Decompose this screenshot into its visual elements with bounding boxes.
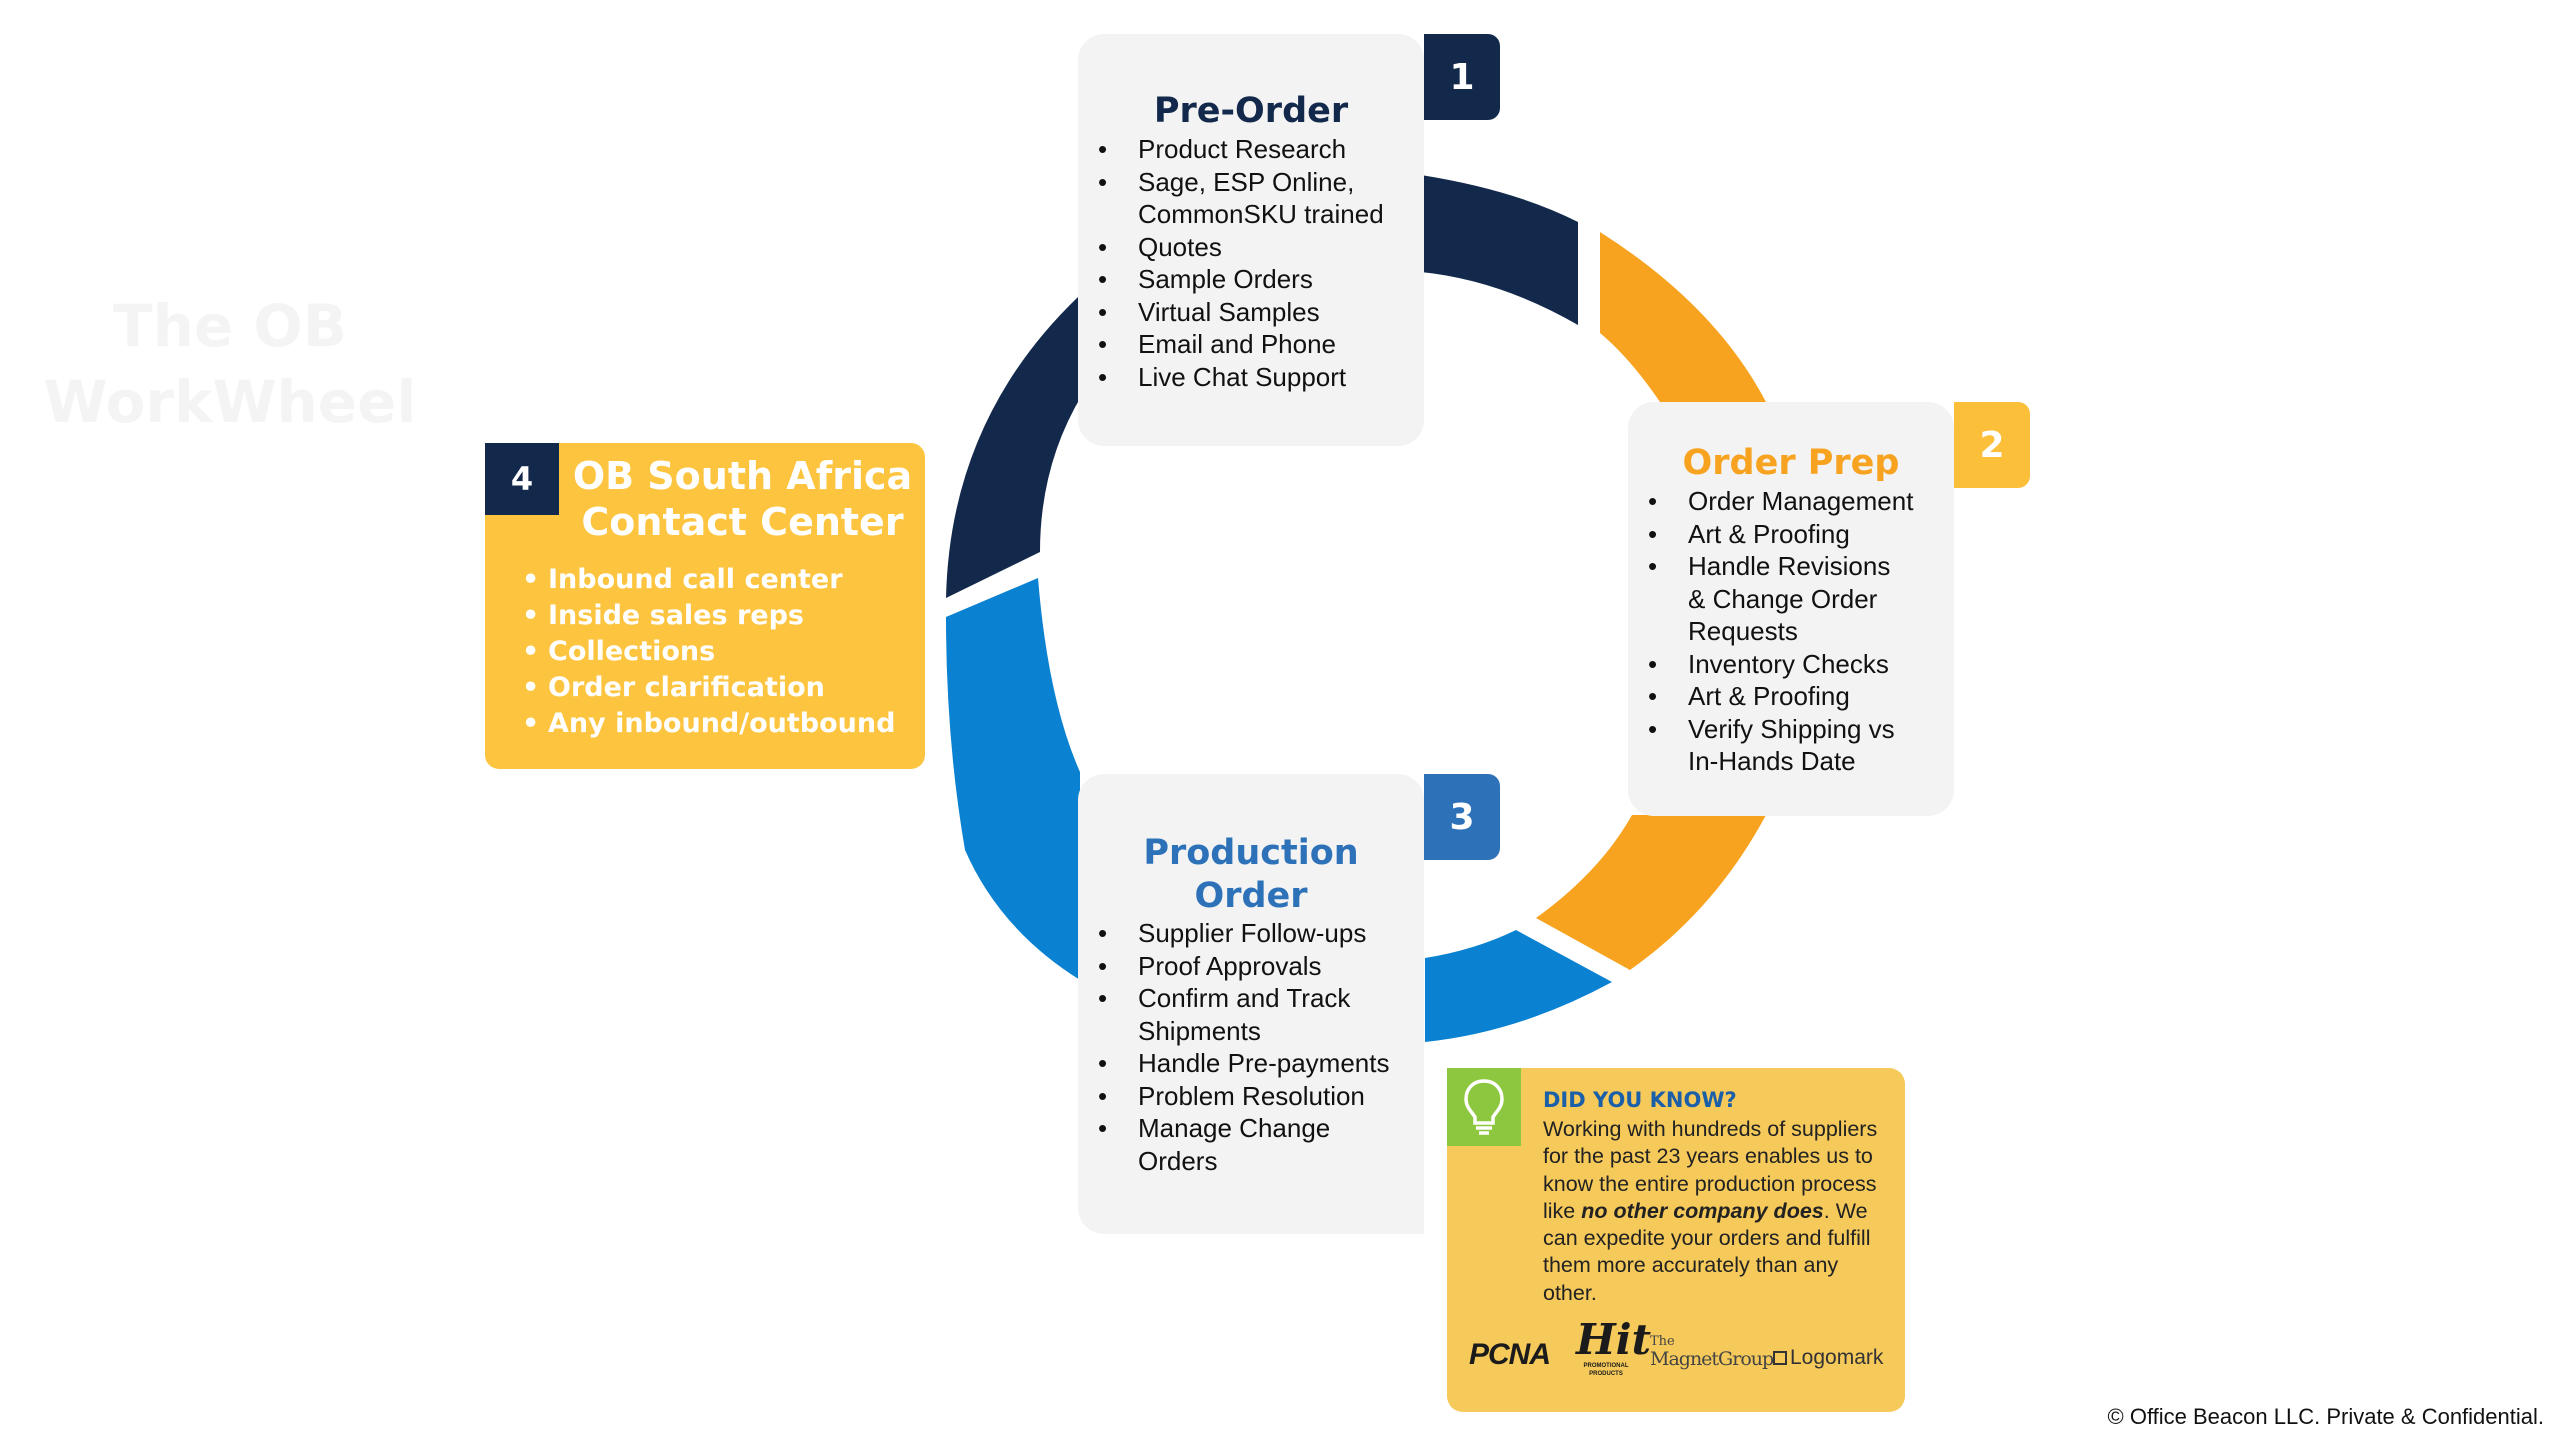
order-prep-list: Order Management Art & Proofing Handle R…	[1628, 485, 1954, 778]
list-item: Art & Proofing	[1628, 680, 1954, 713]
order-prep-title: Order Prep	[1682, 443, 1900, 483]
list-item: Product Research	[1078, 133, 1424, 166]
ring-segment-pre-order-left	[946, 297, 1082, 598]
list-item: Verify Shipping vs	[1628, 713, 1954, 746]
logomark-logo-word: Logomark	[1790, 1346, 1884, 1369]
workwheel-title: The OB WorkWheel	[43, 292, 417, 436]
magnet-group-logo-the: The	[1650, 1334, 1675, 1349]
list-item: Problem Resolution	[1078, 1080, 1424, 1113]
magnet-group-logo-word: MagnetGroup	[1650, 1348, 1774, 1370]
list-item: Order clarification	[514, 670, 914, 706]
hit-logo: Hit PROMOTIONAL PRODUCTS	[1576, 1315, 1652, 1378]
list-item: CommonSKU trained	[1138, 199, 1384, 229]
list-item: Requests	[1688, 616, 1798, 646]
list-item: Quotes	[1078, 231, 1424, 264]
list-item: Sage, ESP Online,	[1078, 166, 1424, 199]
list-item: Manage Change	[1078, 1112, 1424, 1145]
hit-logo-word: Hit	[1576, 1315, 1652, 1364]
list-item: Virtual Samples	[1078, 296, 1424, 329]
list-item: Art & Proofing	[1628, 518, 1954, 551]
list-item: In-Hands Date	[1688, 746, 1856, 776]
order-prep-badge: 2	[1954, 402, 2030, 488]
copyright-footer: © Office Beacon LLC. Private & Confident…	[2107, 1404, 2544, 1429]
logomark-logo: Logomark	[1773, 1346, 1883, 1370]
pcna-logo: PCNA	[1469, 1338, 1551, 1371]
production-order-title-line2: Order	[1194, 876, 1308, 916]
list-item: Order Management	[1628, 485, 1954, 518]
production-order-badge: 3	[1424, 774, 1500, 860]
pre-order-badge: 1	[1424, 34, 1500, 120]
south-africa-title: OB South Africa Contact Center	[570, 453, 915, 545]
list-item: Any inbound/outbound	[514, 706, 914, 742]
ring-segment-production-order-left	[946, 578, 1080, 980]
magnet-group-logo: The MagnetGroup	[1650, 1334, 1774, 1370]
production-order-list: Supplier Follow-ups Proof Approvals Conf…	[1078, 917, 1424, 1177]
did-you-know-text-part2: . We can expedite your orders and fulfil…	[1543, 1198, 1871, 1305]
production-order-title: Production Order	[1078, 832, 1424, 918]
did-you-know-text: Working with hundreds of suppliers for t…	[1543, 1116, 1895, 1307]
order-prep-card	[1628, 402, 1954, 816]
logomark-icon	[1773, 1351, 1787, 1365]
list-item: Collections	[514, 634, 914, 670]
list-item: Orders	[1138, 1145, 1218, 1176]
list-item: Inside sales reps	[514, 598, 914, 634]
list-item: Confirm and Track	[1078, 982, 1424, 1015]
south-africa-list: Inbound call center Inside sales reps Co…	[514, 562, 914, 742]
list-item: Handle Revisions	[1628, 550, 1954, 583]
pre-order-title: Pre-Order	[1153, 91, 1349, 131]
did-you-know-title: DID YOU KNOW?	[1543, 1088, 1737, 1112]
list-item: Proof Approvals	[1078, 950, 1424, 983]
did-you-know-box	[1447, 1068, 1905, 1412]
ring-segment-pre-order	[1421, 175, 1578, 325]
ring-segment-order-prep-lower	[1536, 815, 1766, 970]
list-item: & Change Order	[1688, 583, 1878, 614]
ring-segment-order-prep	[1600, 232, 1766, 402]
south-africa-title-line2: Contact Center	[581, 500, 904, 544]
south-africa-badge: 4	[485, 443, 559, 515]
did-you-know-text-part1: Working with hundreds of suppliers for t…	[1543, 1117, 1878, 1223]
hit-logo-sub: PROMOTIONAL PRODUCTS	[1583, 1363, 1629, 1377]
south-africa-title-line1: OB South Africa	[572, 454, 913, 498]
list-item: Email and Phone	[1078, 328, 1424, 361]
pre-order-list: Product Research Sage, ESP Online, Commo…	[1078, 133, 1424, 393]
list-item: Inbound call center	[514, 562, 914, 598]
list-item: Sample Orders	[1078, 263, 1424, 296]
list-item: Inventory Checks	[1628, 648, 1954, 681]
list-item: Shipments	[1138, 1015, 1261, 1046]
production-order-title-line1: Production	[1143, 833, 1359, 873]
ring-segment-production-order	[1425, 930, 1612, 1042]
list-item: Handle Pre-payments	[1078, 1047, 1424, 1080]
lightbulb-icon	[1447, 1068, 1521, 1146]
list-item: Supplier Follow-ups	[1078, 917, 1424, 950]
did-you-know-emphasis: no other company does	[1581, 1198, 1824, 1223]
list-item: Live Chat Support	[1078, 361, 1424, 394]
